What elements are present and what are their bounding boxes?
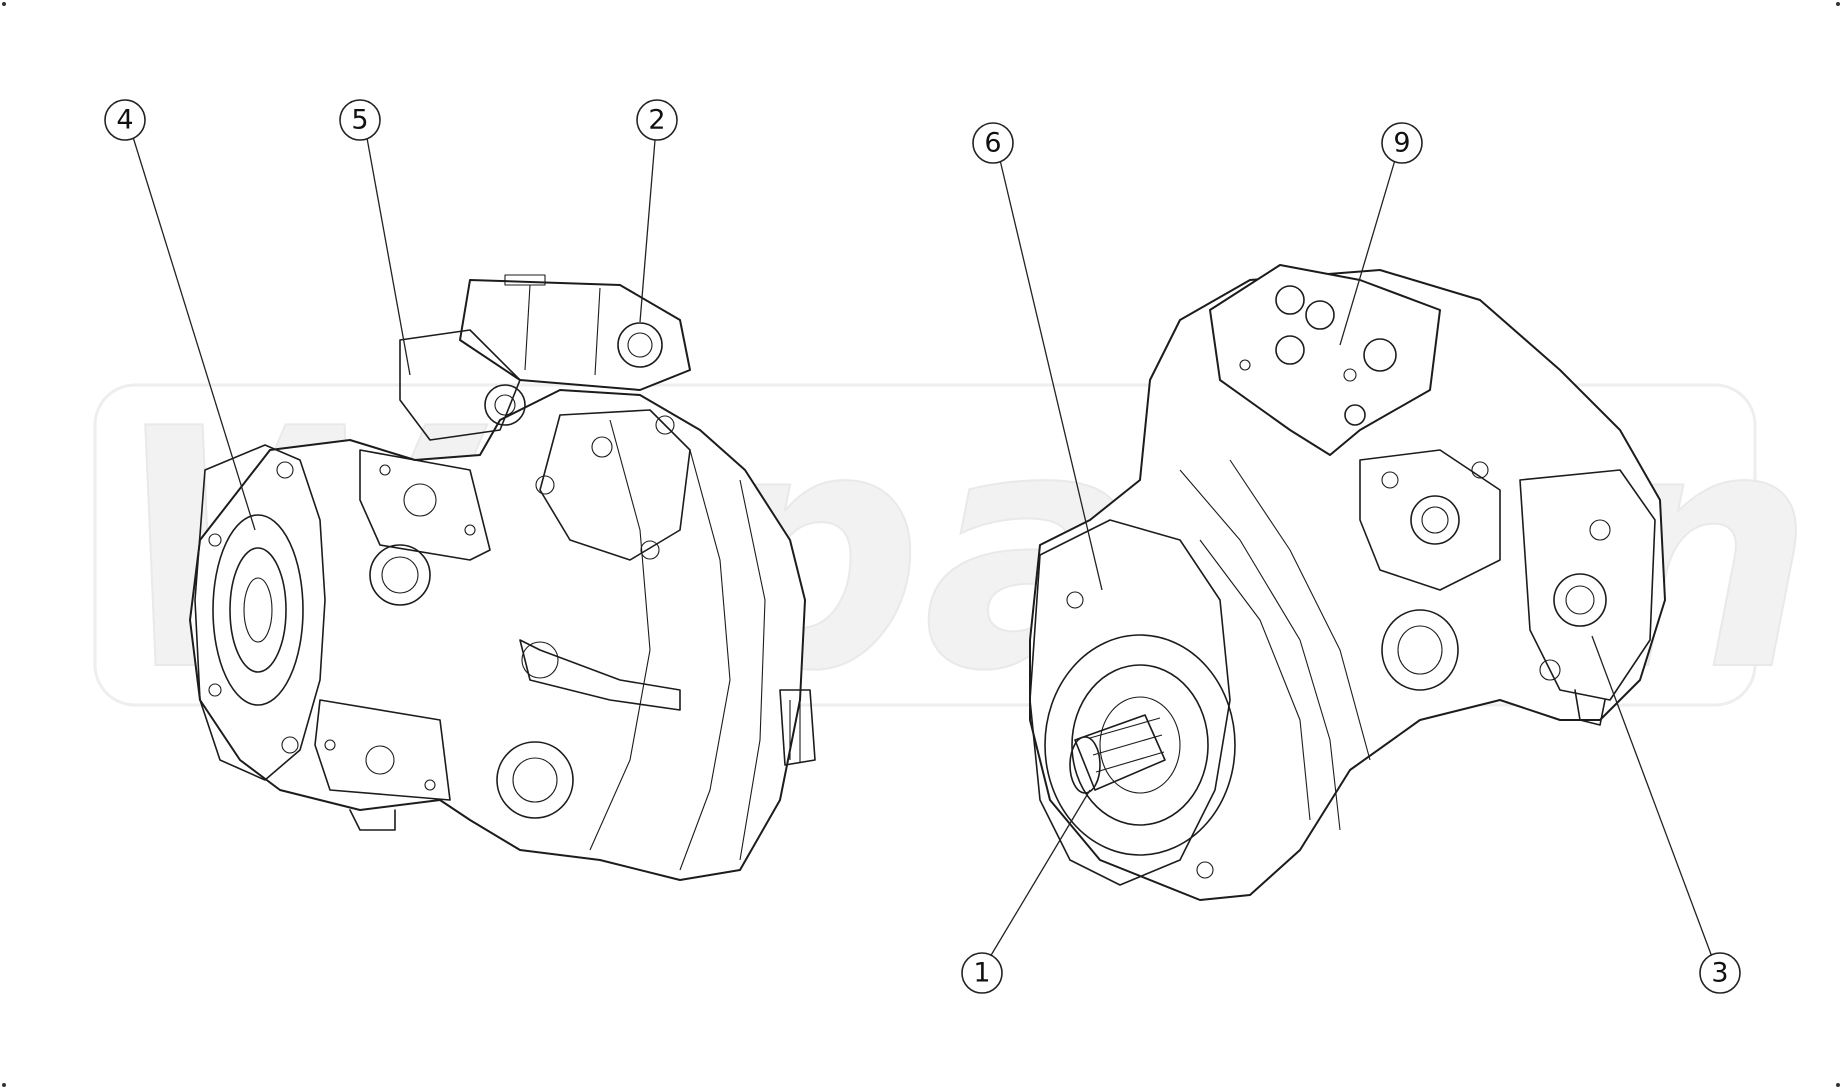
- callout-2-label: 2: [648, 105, 665, 136]
- callout-6: 6: [972, 122, 1103, 591]
- callout-1: 1: [961, 789, 1091, 994]
- callout-3: 3: [1591, 635, 1741, 994]
- callout-5-label: 5: [351, 105, 368, 136]
- callout-4-label: 4: [116, 105, 133, 136]
- callouts-right: 6 9 1 3: [961, 122, 1741, 994]
- callout-6-label: 6: [984, 128, 1001, 159]
- right-pump-view: [1029, 264, 1666, 901]
- callout-2: 2: [636, 99, 678, 323]
- callouts-left: 4 5 2: [104, 99, 678, 531]
- callout-9-label: 9: [1393, 128, 1410, 159]
- callout-9: 9: [1339, 122, 1423, 346]
- callout-3-label: 3: [1711, 958, 1728, 989]
- callout-1-label: 1: [973, 958, 990, 989]
- left-pump-view: [189, 274, 816, 881]
- callout-5: 5: [339, 99, 411, 376]
- callout-4: 4: [104, 99, 256, 531]
